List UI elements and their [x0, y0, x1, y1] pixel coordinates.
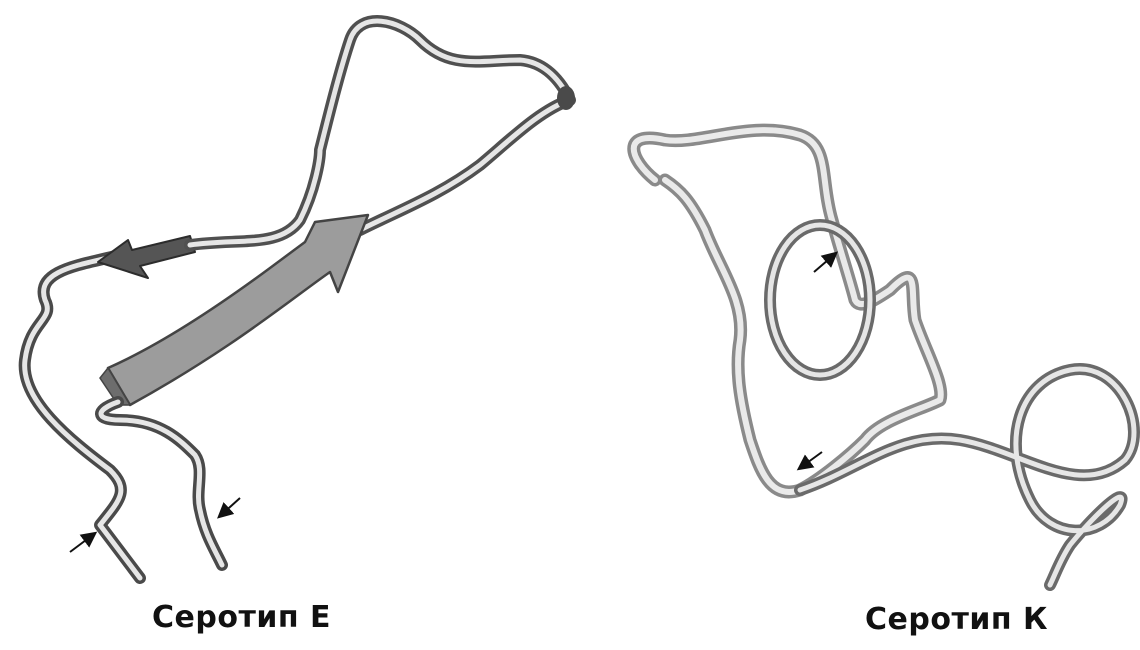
serotype-e-structure — [25, 21, 575, 578]
serotype-k-tail-knot — [800, 369, 1134, 585]
serotype-e-strand-small — [98, 236, 195, 278]
serotype-k-arrow-lower — [800, 452, 822, 468]
serotype-e-top-loop — [190, 21, 575, 245]
serotype-k-main-tube — [634, 130, 941, 492]
serotype-k-arrow-inner — [814, 254, 835, 272]
serotype-e-label: Серотип E — [152, 600, 331, 635]
serotype-e-arrow-left — [70, 534, 94, 552]
serotype-k-label: Серотип К — [865, 602, 1048, 637]
serotype-k-structure — [634, 130, 1134, 585]
serotype-e-arrow-right — [220, 498, 240, 516]
